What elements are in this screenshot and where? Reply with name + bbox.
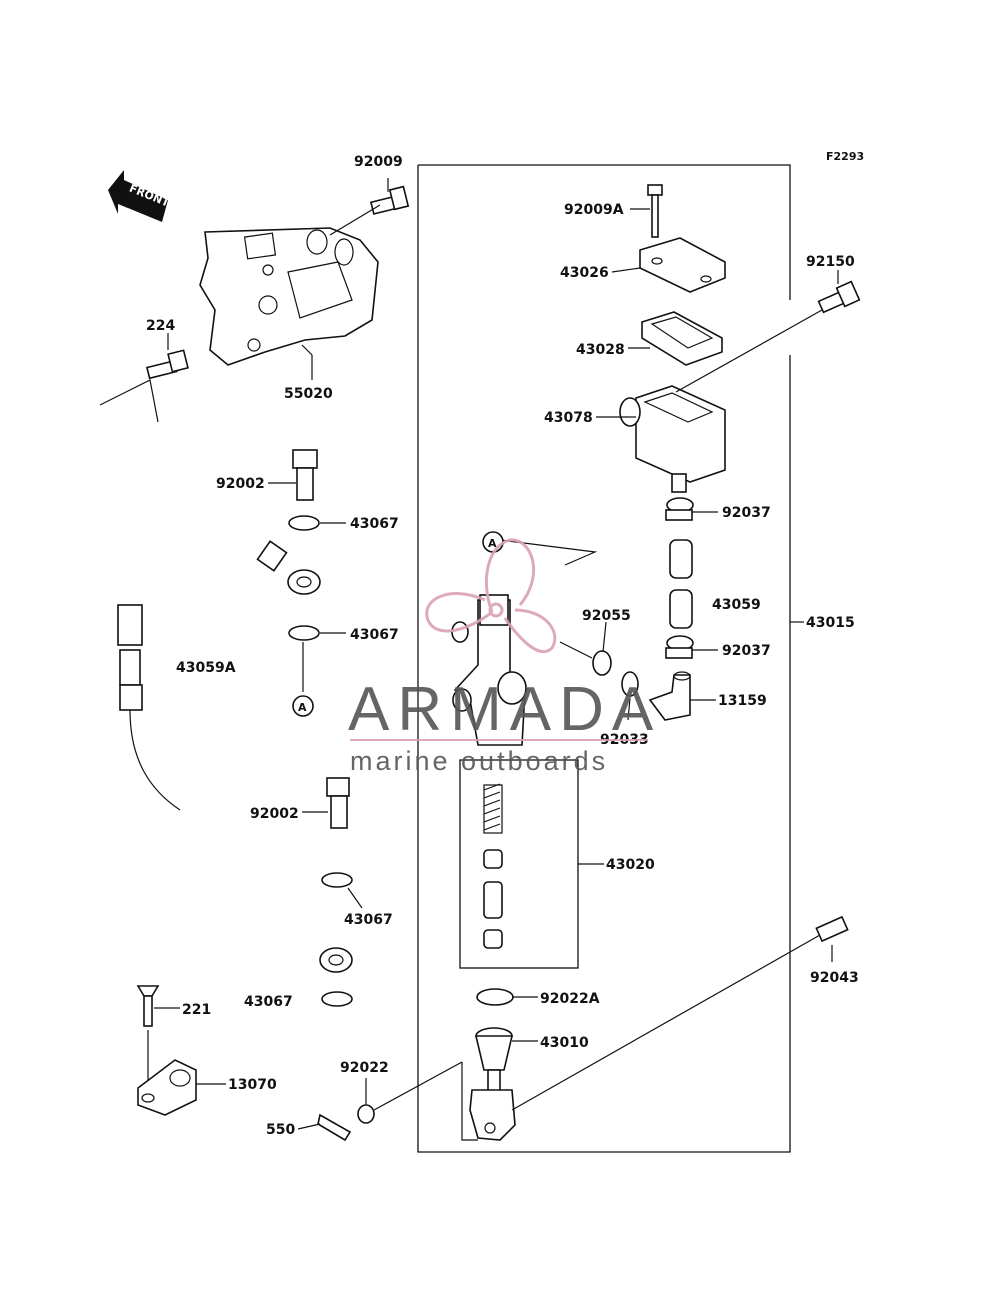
callout-92037-bottom: 92037 xyxy=(722,643,771,659)
callout-43078: 43078 xyxy=(544,410,593,426)
piston-kit-frame xyxy=(459,759,579,969)
callout-92043: 92043 xyxy=(810,970,859,986)
front-arrow-icon: FRONT xyxy=(108,170,172,222)
callout-13070: 13070 xyxy=(228,1077,277,1093)
callout-43010: 43010 xyxy=(540,1035,589,1051)
banjo-bolt-92002-upper-part xyxy=(292,449,318,501)
piston-kit-43020-part xyxy=(483,783,503,949)
diaphragm-43028-part xyxy=(641,311,723,366)
callout-43067-a: 43067 xyxy=(350,516,399,532)
callout-43015: 43015 xyxy=(806,615,855,631)
bolt-92009-part xyxy=(369,185,410,215)
screw-92009A-part xyxy=(647,184,663,238)
bolt-92150-part xyxy=(817,280,861,314)
washer-43067-a-part xyxy=(288,515,320,531)
callout-92022: 92022 xyxy=(340,1060,389,1076)
guard-plate-part xyxy=(199,227,379,366)
callout-92009: 92009 xyxy=(354,154,403,170)
callout-43028: 43028 xyxy=(576,342,625,358)
clamp-92037-top-part xyxy=(665,497,694,521)
screw-221-part xyxy=(136,985,160,1027)
oring-92055-part xyxy=(592,650,612,676)
master-cylinder-body-part xyxy=(451,594,527,746)
callout-92055: 92055 xyxy=(582,608,631,624)
watermark-tagline: marine outboards xyxy=(350,746,608,776)
ref-marker-a-bottom xyxy=(292,695,314,717)
callout-92150: 92150 xyxy=(806,254,855,270)
washer-43067-d-part xyxy=(321,991,353,1007)
propeller-logo-icon xyxy=(425,538,557,654)
callout-43067-b: 43067 xyxy=(350,627,399,643)
assembly-frame-top xyxy=(418,164,791,300)
washer-92022-part xyxy=(357,1104,375,1124)
circlip-92022A-part xyxy=(476,988,514,1006)
callout-43059: 43059 xyxy=(712,597,761,613)
callout-224: 224 xyxy=(146,318,175,334)
watermark: ARMADA marine outboards xyxy=(348,538,661,776)
watermark-brand: ARMADA xyxy=(348,675,661,744)
reservoir-43078-part xyxy=(619,385,726,493)
callout-92002-lower: 92002 xyxy=(250,806,299,822)
callout-43059A: 43059A xyxy=(176,660,236,676)
hose-43059-upper-part xyxy=(669,539,693,579)
callout-13159: 13159 xyxy=(718,693,767,709)
callout-550: 550 xyxy=(266,1122,295,1138)
pushrod-43010-part xyxy=(469,1027,516,1141)
drawing-code: F2293 xyxy=(826,150,864,163)
circlip-92033-part xyxy=(621,671,639,697)
callout-92002-upper: 92002 xyxy=(216,476,265,492)
pin-92043-part xyxy=(815,915,849,943)
callout-92022A: 92022A xyxy=(540,991,600,1007)
clamp-92037-bottom-part xyxy=(665,635,694,659)
washer-43067-b-part xyxy=(288,625,320,641)
callout-43067-c: 43067 xyxy=(344,912,393,928)
hose-43059-lower-part xyxy=(669,589,693,629)
callout-43067-d: 43067 xyxy=(244,994,293,1010)
cap-43026-part xyxy=(639,237,726,293)
callout-92009A: 92009A xyxy=(564,202,624,218)
callout-43020: 43020 xyxy=(606,857,655,873)
banjo-bolt-92002-lower-part xyxy=(326,777,350,829)
brake-hose-43059A-part xyxy=(117,506,353,973)
callout-55020: 55020 xyxy=(284,386,333,402)
ref-label-a-bottom: A xyxy=(298,701,307,714)
callout-92037-top: 92037 xyxy=(722,505,771,521)
ref-label-a-top: A xyxy=(488,537,497,550)
washer-43067-c-part xyxy=(321,872,353,888)
assembly-frame xyxy=(417,165,791,1153)
cotter-pin-550-part xyxy=(317,1113,352,1142)
callout-43026: 43026 xyxy=(560,265,609,281)
elbow-13159-part xyxy=(648,671,691,721)
clamp-13070-part xyxy=(137,1059,197,1116)
bolt-224-part xyxy=(145,349,189,380)
callout-221: 221 xyxy=(182,1002,211,1018)
